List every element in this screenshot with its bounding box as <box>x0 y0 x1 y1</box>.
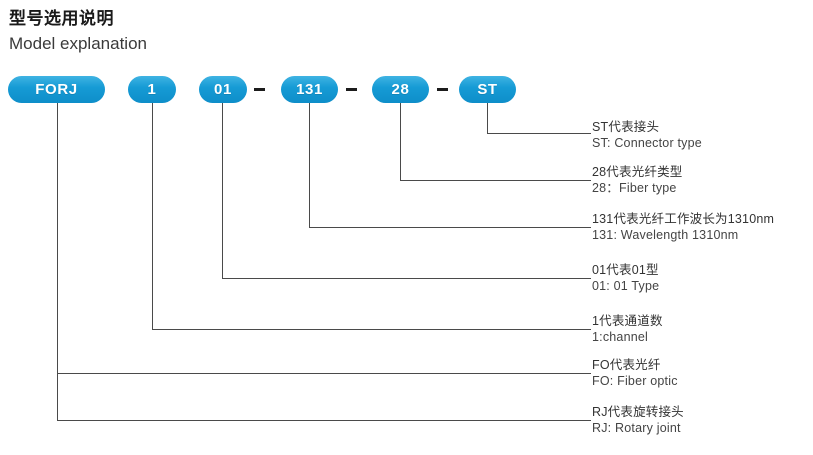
model-separator-dash <box>346 88 357 91</box>
leader-vertical-connector-type <box>487 103 489 133</box>
annotation-label-cn: 01代表01型 <box>592 263 659 277</box>
model-separator-dash <box>254 88 265 91</box>
annotation-label-en: 28：Fiber type <box>592 181 677 195</box>
model-segment-131: 131 <box>281 76 338 103</box>
leader-horizontal-rotary-joint <box>57 420 591 422</box>
annotation-label-cn: RJ代表旋转接头 <box>592 405 684 419</box>
annotation-label-cn: 28代表光纤类型 <box>592 165 683 179</box>
leader-vertical-channel <box>152 103 154 329</box>
annotation-label-en: 131: Wavelength 1310nm <box>592 228 739 242</box>
annotation-label-cn: 131代表光纤工作波长为1310nm <box>592 212 775 226</box>
annotation-label-en: ST: Connector type <box>592 136 702 150</box>
model-segment-28: 28 <box>372 76 429 103</box>
leader-horizontal-channel <box>152 329 591 331</box>
leader-vertical-fiber-type <box>400 103 402 180</box>
annotation-connector-type: ST代表接头 ST: Connector type <box>592 119 702 151</box>
annotation-label-en: FO: Fiber optic <box>592 374 678 388</box>
model-segment-1: 1 <box>128 76 176 103</box>
leader-vertical-rotary-joint <box>57 103 59 420</box>
annotation-label-cn: 1代表通道数 <box>592 314 663 328</box>
annotation-wavelength: 131代表光纤工作波长为1310nm 131: Wavelength 1310nm <box>592 211 774 243</box>
leader-vertical-type-01 <box>222 103 224 278</box>
annotation-label-en: 1:channel <box>592 330 649 344</box>
annotation-label-en: RJ: Rotary joint <box>592 421 681 435</box>
annotation-channel: 1代表通道数 1:channel <box>592 313 663 345</box>
annotation-label-cn: ST代表接头 <box>592 120 660 134</box>
leader-horizontal-fiber-type <box>400 180 591 182</box>
page-title-cn: 型号选用说明 <box>9 9 114 28</box>
annotation-fiber-optic: FO代表光纤 FO: Fiber optic <box>592 357 678 389</box>
annotation-fiber-type: 28代表光纤类型 28：Fiber type <box>592 164 683 196</box>
annotation-label-en: 01: 01 Type <box>592 279 660 293</box>
annotation-label-cn: FO代表光纤 <box>592 358 661 372</box>
model-code-row: FORJ 1 01 131 28 ST <box>0 76 560 110</box>
annotation-type-01: 01代表01型 01: 01 Type <box>592 262 659 294</box>
leader-horizontal-type-01 <box>222 278 591 280</box>
model-segment-01: 01 <box>199 76 247 103</box>
leader-vertical-wavelength <box>309 103 311 227</box>
annotation-rotary-joint: RJ代表旋转接头 RJ: Rotary joint <box>592 404 684 436</box>
model-segment-st: ST <box>459 76 516 103</box>
leader-horizontal-wavelength <box>309 227 591 229</box>
page-title-en: Model explanation <box>9 34 147 53</box>
model-segment-forj: FORJ <box>8 76 105 103</box>
model-separator-dash <box>437 88 448 91</box>
leader-horizontal-fiber-optic <box>57 373 591 375</box>
leader-horizontal-connector-type <box>487 133 591 135</box>
